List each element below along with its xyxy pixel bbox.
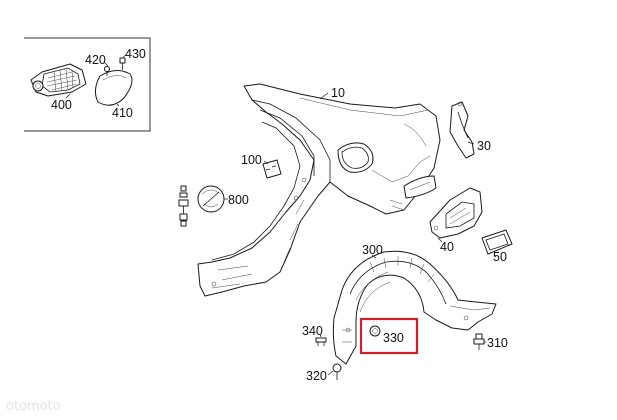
label-50: 50: [493, 250, 507, 264]
part-30-bracket[interactable]: [449, 101, 475, 159]
part-420-screw[interactable]: [104, 66, 110, 77]
label-330: 330: [383, 331, 404, 345]
label-30: 30: [477, 139, 491, 153]
part-300-wheel-arch-liner[interactable]: [332, 250, 497, 365]
label-400: 400: [51, 98, 72, 112]
leader-30: [467, 141, 475, 145]
leader-40: [437, 237, 443, 243]
part-800-grommet[interactable]: [178, 185, 225, 227]
part-310-clip[interactable]: [473, 333, 485, 350]
watermark-text: otomoto: [6, 399, 61, 414]
label-320: 320: [306, 369, 327, 383]
label-800: 800: [228, 193, 249, 207]
leader-320: [327, 370, 334, 376]
highlight-box-330: [359, 317, 419, 355]
part-430-pin[interactable]: [119, 57, 126, 70]
label-10: 10: [331, 86, 345, 100]
part-340-clip[interactable]: [315, 337, 327, 346]
part-50-reflector[interactable]: [481, 229, 513, 255]
part-400-filler-housing[interactable]: [30, 63, 87, 97]
leader-100: [263, 160, 269, 165]
label-420: 420: [85, 53, 106, 67]
label-100: 100: [241, 153, 262, 167]
label-340: 340: [302, 324, 323, 338]
part-410-fuel-flap[interactable]: [94, 70, 133, 106]
part-10-side-panel[interactable]: [197, 83, 441, 297]
label-430: 430: [125, 47, 146, 61]
fuel-flap-inset: [24, 37, 151, 132]
leader-50: [493, 253, 497, 258]
part-100-bracket[interactable]: [262, 159, 282, 179]
part-40-light-support[interactable]: [429, 187, 483, 239]
leader-340: [319, 333, 322, 338]
label-40: 40: [440, 240, 454, 254]
label-410: 410: [112, 106, 133, 120]
part-330-nut[interactable]: [369, 325, 381, 337]
label-300: 300: [362, 243, 383, 257]
part-320-screw[interactable]: [332, 363, 342, 380]
leader-300: [371, 254, 377, 259]
inset-frame: [24, 37, 151, 132]
part-800-bolt[interactable]: [178, 185, 189, 227]
label-310: 310: [487, 336, 508, 350]
leader-10: [319, 92, 329, 100]
